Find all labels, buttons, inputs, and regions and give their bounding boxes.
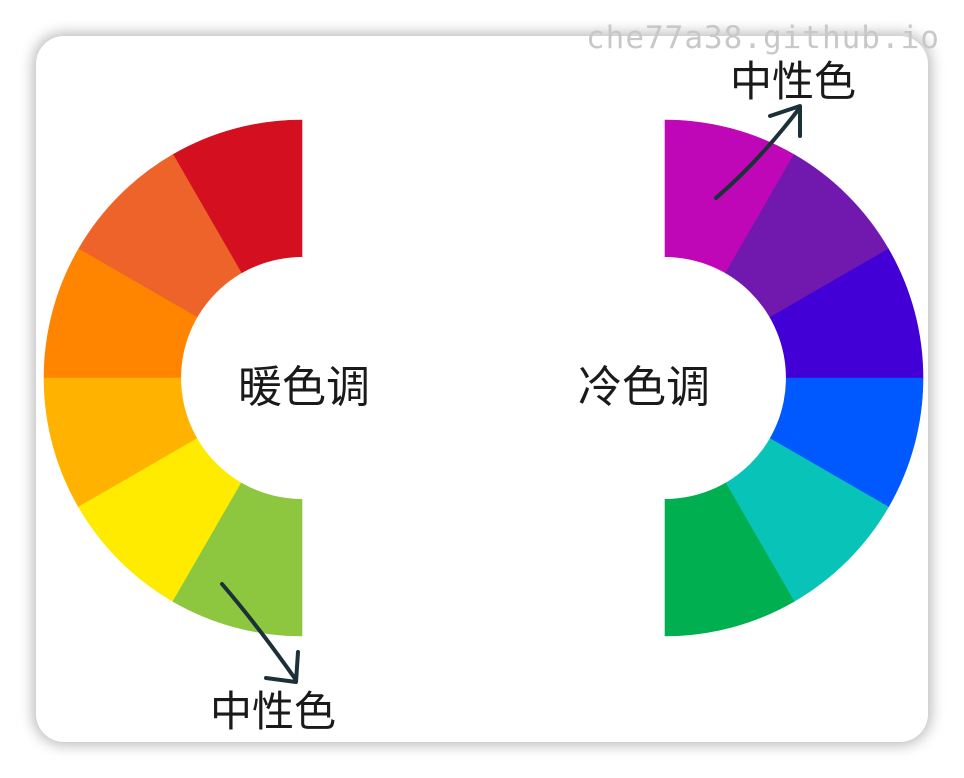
warm-neutral-arrow — [220, 582, 298, 682]
cool-neutral-arrowhead — [768, 104, 802, 138]
cool-neutral-arrow — [714, 108, 800, 200]
watermark: che77a38.github.io — [586, 20, 940, 56]
center-cutout — [181, 257, 786, 499]
warm-tone-label: 暖色调 — [238, 362, 370, 413]
cool-tone-label: 冷色调 — [578, 362, 710, 413]
warm-neutral-label: 中性色 — [210, 687, 336, 736]
warm-neutral-arrowhead — [264, 650, 300, 684]
cool-neutral-label: 中性色 — [730, 57, 856, 106]
